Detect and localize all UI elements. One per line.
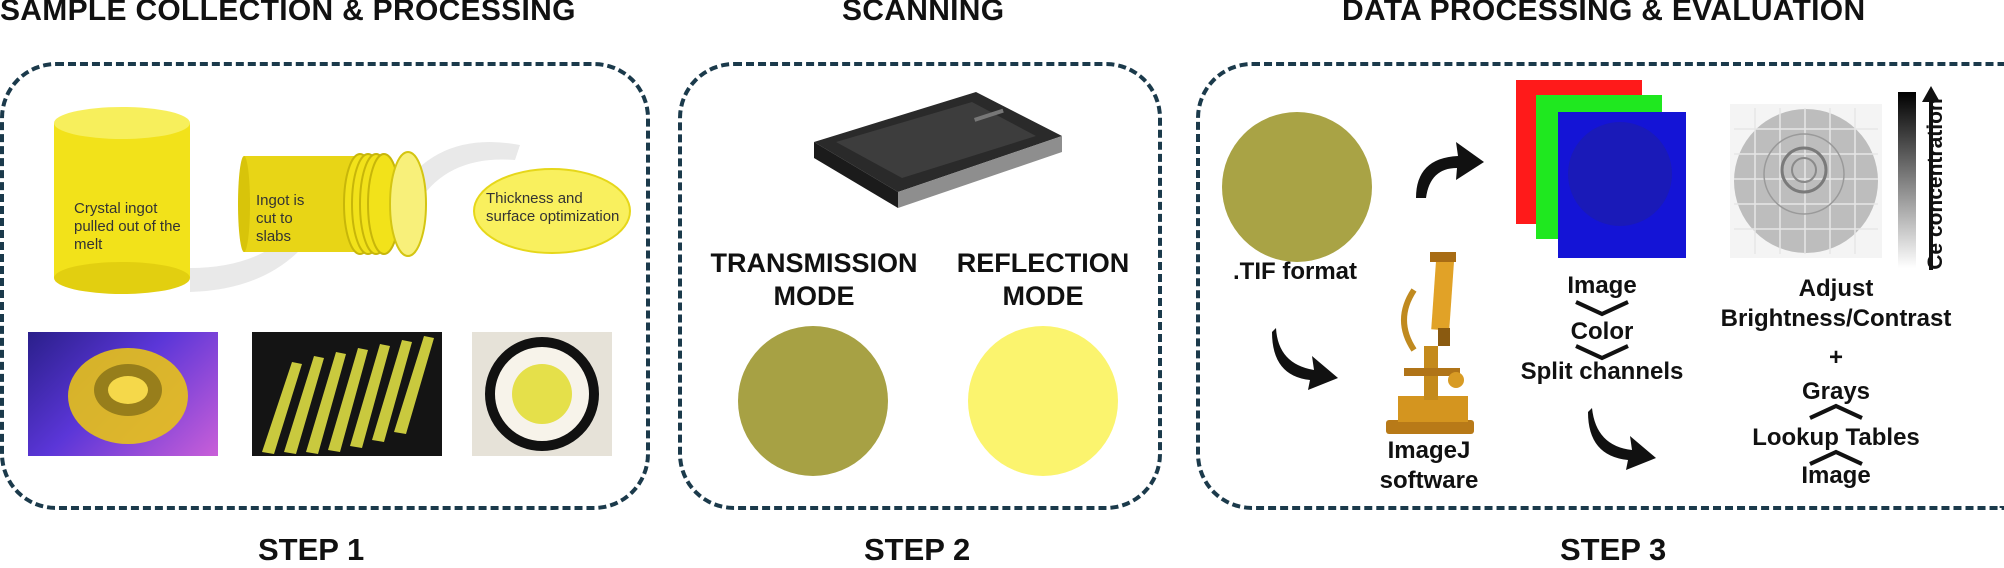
panel-step1 [0, 62, 650, 510]
microscope-icon [1386, 252, 1474, 434]
chevron-down-icon [1575, 300, 1629, 317]
arrow-up-icon [1922, 86, 1940, 270]
chevron-up-icon [1809, 449, 1863, 466]
curved-arrow-up-icon [1416, 142, 1484, 198]
ingot-text: Crystal ingot pulled out of the melt [74, 200, 181, 253]
menu-color-label: Color [1570, 318, 1634, 345]
chevron-down-icon [1575, 344, 1629, 361]
step1-label: STEP 1 [258, 532, 365, 567]
slab-cylinder-icon [238, 151, 427, 257]
scanner-icon [814, 92, 1062, 208]
blue-channel-disc [1568, 122, 1672, 226]
slab-text: Ingot is cut to slabs [256, 192, 305, 245]
transmission-mode-label: TRANSMISSION MODE [710, 248, 918, 311]
step3-label: STEP 3 [1560, 532, 1667, 567]
photo-cut-slabs [252, 332, 442, 456]
ce-concentration-label: Ce concentration [1924, 98, 1947, 270]
menu-grays-label: Grays [1801, 378, 1871, 405]
photo-ingot-uv [28, 332, 218, 456]
header-data-processing: DATA PROCESSING & EVALUATION [1342, 0, 1866, 27]
optimized-slab-icon [473, 168, 631, 254]
menu-lookup-tables-label: Lookup Tables [1752, 424, 1920, 451]
imagej-software-label: ImageJ software [1379, 437, 1479, 494]
curved-arrow-down-icon [1272, 328, 1338, 390]
menu-split-channels-label: Split channels [1520, 358, 1684, 385]
plus-sign: + [1828, 344, 1843, 371]
menu-image2-label: Image [1801, 462, 1871, 489]
header-sample-collection: SAMPLE COLLECTION & PROCESSING [0, 0, 576, 27]
concentration-gradient-bar [1898, 92, 1916, 268]
adjust-brightness-contrast-label: Adjust Brightness/Contrast [1720, 275, 1952, 332]
step2-label: STEP 2 [864, 532, 971, 567]
header-scanning: SCANNING [842, 0, 1005, 27]
tif-image-disc [1222, 112, 1372, 262]
panel-step2 [678, 62, 1162, 510]
tif-format-label: .TIF format [1233, 258, 1357, 285]
optimize-text: Thickness and surface optimization [486, 190, 620, 225]
photo-slab-holder [472, 332, 612, 456]
chevron-up-icon [1809, 403, 1863, 420]
panel-step3 [1196, 62, 2004, 510]
curved-arrow-down-right-icon [1588, 408, 1656, 470]
blue-channel-square [1558, 112, 1686, 258]
grayscale-scan-image [1730, 104, 1882, 258]
crystal-ingot-icon [54, 107, 190, 294]
transmission-scan-disc [738, 326, 888, 476]
reflection-scan-disc [968, 326, 1118, 476]
menu-image-label: Image [1567, 272, 1637, 299]
reflection-mode-label: REFLECTION MODE [956, 248, 1130, 311]
